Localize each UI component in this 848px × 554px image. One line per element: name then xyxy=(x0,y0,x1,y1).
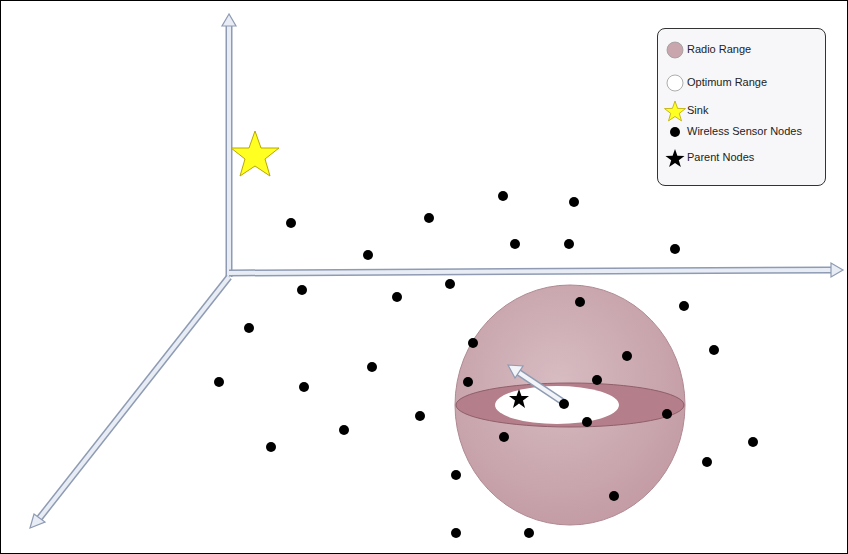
sensor-node xyxy=(451,528,461,538)
parent-node-star xyxy=(509,389,529,408)
sensor-node xyxy=(569,197,579,207)
legend-text: Radio Range xyxy=(687,43,751,55)
sensor-node xyxy=(424,213,434,223)
sensor-node xyxy=(214,377,224,387)
legend-row: Wireless Sensor Nodes xyxy=(658,121,827,143)
legend-symbol xyxy=(665,101,686,121)
sensor-node xyxy=(592,375,602,385)
radio-range-disc xyxy=(456,383,684,427)
radio-range-sphere xyxy=(455,285,685,525)
sink-star xyxy=(231,131,279,176)
legend-text: Parent Nodes xyxy=(687,151,754,163)
sensor-node xyxy=(451,470,461,480)
sensor-node xyxy=(415,411,425,421)
legend-star-symbol xyxy=(662,147,688,169)
legend-text: Optimum Range xyxy=(687,76,767,88)
legend-row: Parent Nodes xyxy=(658,147,827,169)
legend-symbol xyxy=(666,149,685,167)
sensor-node xyxy=(339,425,349,435)
sensor-node xyxy=(297,285,307,295)
sensor-node xyxy=(524,528,534,538)
sensor-node xyxy=(468,338,478,348)
legend-swatch xyxy=(662,72,688,94)
legend-swatch xyxy=(662,39,688,61)
sensor-node xyxy=(609,491,619,501)
legend-row: Sink xyxy=(658,100,827,122)
sensor-node xyxy=(748,437,758,447)
sensor-node xyxy=(463,377,473,387)
legend-symbol xyxy=(667,75,683,91)
sensor-node xyxy=(702,457,712,467)
legend-text: Wireless Sensor Nodes xyxy=(687,125,802,137)
sensor-node xyxy=(498,191,508,201)
sensor-node xyxy=(709,345,719,355)
legend-dot-symbol xyxy=(662,121,688,143)
sensor-node xyxy=(662,409,672,419)
legend-row: Radio Range xyxy=(658,39,827,61)
legend-symbol xyxy=(670,127,680,137)
legend-symbol xyxy=(667,42,683,58)
legend-box: Radio RangeOptimum RangeSinkWireless Sen… xyxy=(657,28,826,186)
legend-row: Optimum Range xyxy=(658,72,827,94)
sensor-node xyxy=(582,417,592,427)
sensor-node xyxy=(266,442,276,452)
legend-text: Sink xyxy=(687,104,708,116)
sensor-node xyxy=(367,362,377,372)
optimum-range xyxy=(495,386,619,424)
sensor-node xyxy=(622,351,632,361)
sensor-node xyxy=(286,218,296,228)
sensor-node xyxy=(499,432,509,442)
axes xyxy=(30,14,843,528)
sensor-node xyxy=(244,323,254,333)
legend-star-symbol xyxy=(662,100,688,122)
sensor-node xyxy=(299,382,309,392)
sensor-node xyxy=(575,297,585,307)
sensor-nodes xyxy=(214,191,758,538)
sensor-node xyxy=(564,239,574,249)
sensor-node xyxy=(559,399,569,409)
sensor-node xyxy=(679,301,689,311)
sensor-node xyxy=(363,250,373,260)
sensor-node xyxy=(445,279,455,289)
sensor-node xyxy=(510,239,520,249)
sensor-node xyxy=(392,292,402,302)
sensor-node xyxy=(670,244,680,254)
